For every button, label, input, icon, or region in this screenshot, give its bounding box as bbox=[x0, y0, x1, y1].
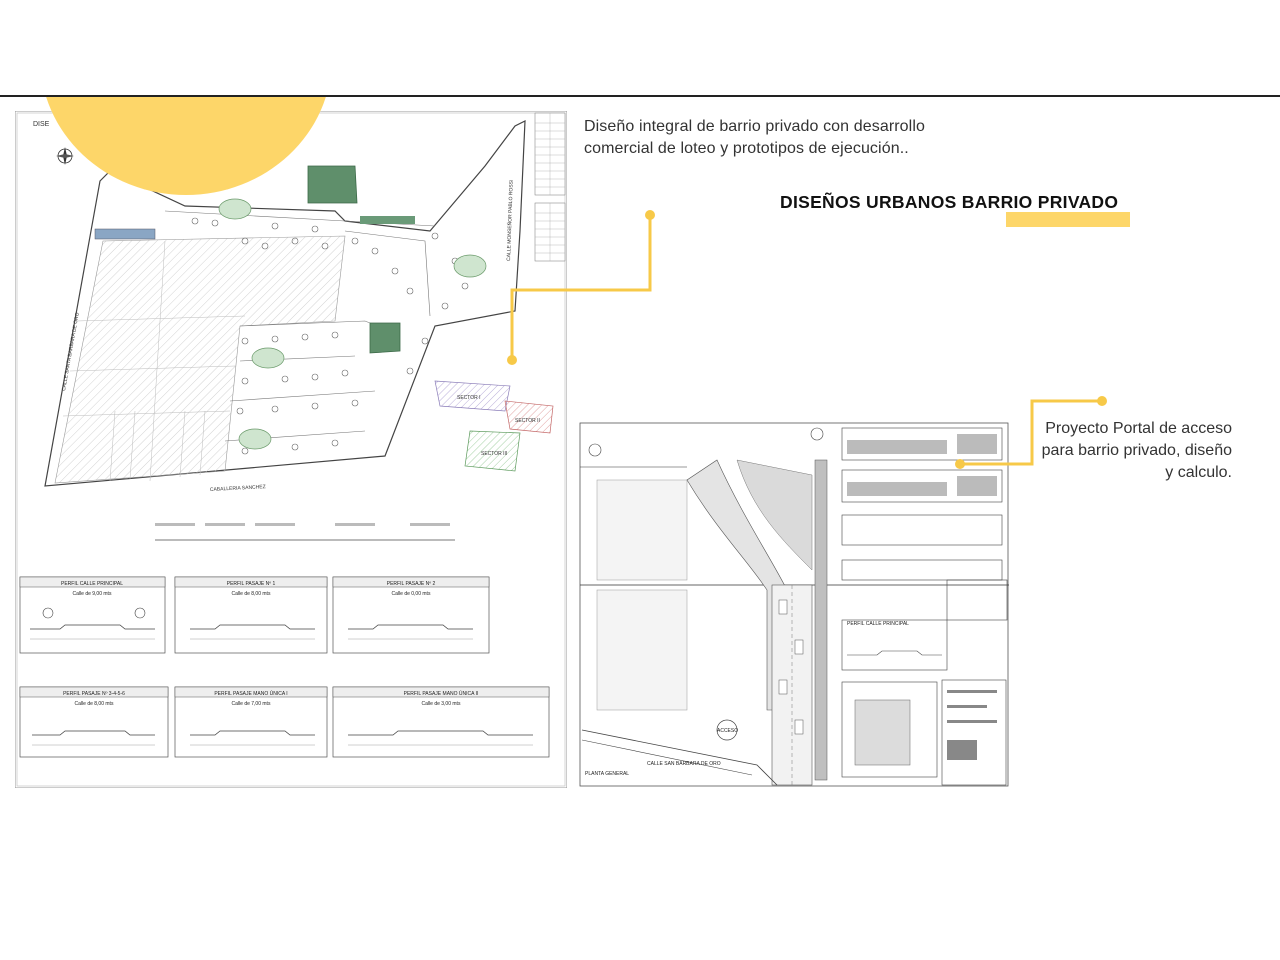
planta-general-label: PLANTA GENERAL bbox=[585, 771, 629, 777]
connector-dot-3 bbox=[1097, 396, 1107, 406]
profile-sub-4: Calle de 8,00 mts bbox=[75, 701, 114, 707]
profile-title-5: PERFIL PASAJE MANO ÚNICA I bbox=[214, 690, 287, 697]
blob-mask bbox=[0, 0, 1280, 97]
profile-sub-3: Calle de 0,00 mts bbox=[392, 591, 431, 597]
urban-plan-drawing: DISE bbox=[15, 111, 567, 788]
sector-label-3: SECTOR III bbox=[481, 451, 507, 457]
profile-title-2: PERFIL PASAJE Nº 1 bbox=[227, 581, 276, 587]
profile-title-4: PERFIL PASAJE Nº 3-4-5-6 bbox=[63, 691, 125, 697]
plan-header-label: DISE bbox=[33, 121, 50, 128]
profile-title-6: PERFIL PASAJE MANO ÚNICA II bbox=[404, 690, 479, 697]
street-right-label: CALLE MONSEÑOR PABLO ROSSI bbox=[505, 180, 515, 262]
connector-dot-4 bbox=[955, 459, 965, 469]
slide-title: DISEÑOS URBANOS BARRIO PRIVADO bbox=[780, 192, 1119, 212]
profiles-grid bbox=[19, 576, 550, 758]
profile-sub-1: Calle de 9,00 mts bbox=[73, 591, 112, 597]
profile-title-1: PERFIL CALLE PRINCIPAL bbox=[61, 581, 123, 587]
sector-label-2: SECTOR II bbox=[515, 418, 540, 424]
portal-access-drawing: PLANTA GENERAL CALLE SAN BARBARA DE ORO … bbox=[577, 420, 1009, 788]
top-divider-front bbox=[0, 95, 1280, 97]
connector-dot-2 bbox=[507, 355, 517, 365]
street-bottom-label: CABALLERIA SANCHEZ bbox=[210, 484, 266, 493]
right-profile-label: PERFIL CALLE PRINCIPAL bbox=[847, 621, 909, 627]
sector-label-1: SECTOR I bbox=[457, 395, 481, 401]
connector-dot-1 bbox=[645, 210, 655, 220]
profile-sub-6: Calle de 3,00 mts bbox=[422, 701, 461, 707]
right-street-label: CALLE SAN BARBARA DE ORO bbox=[647, 761, 721, 767]
access-label: ACCESO bbox=[717, 728, 738, 734]
title-highlight bbox=[1006, 212, 1130, 227]
profile-title-3: PERFIL PASAJE Nº 2 bbox=[387, 581, 436, 587]
profile-sub-2: Calle de 8,00 mts bbox=[232, 591, 271, 597]
profile-sub-5: Calle de 7,00 mts bbox=[232, 701, 271, 707]
description-urban-design: Diseño integral de barrio privado con de… bbox=[584, 118, 925, 157]
compass-icon bbox=[56, 147, 74, 165]
description-portal-project: Proyecto Portal de acceso para barrio pr… bbox=[1041, 420, 1232, 481]
